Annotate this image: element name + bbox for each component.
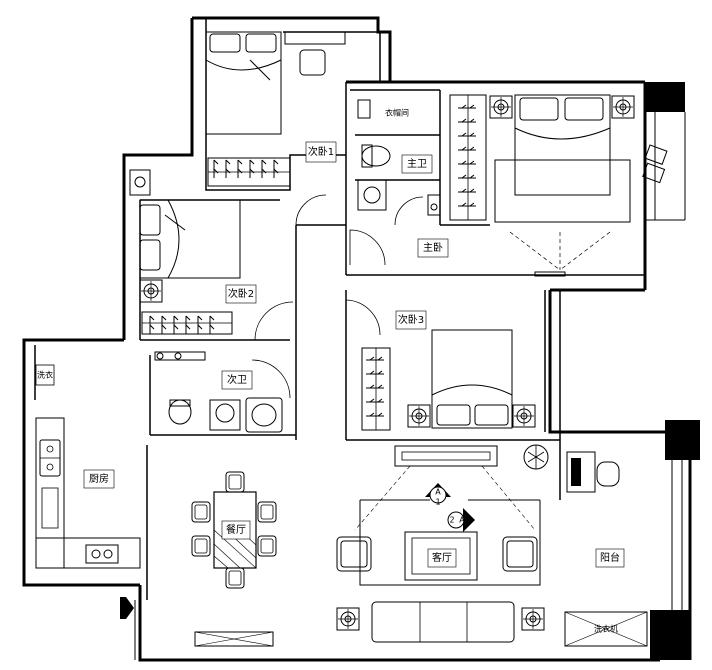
label-laundry: 洗衣 — [37, 370, 53, 380]
marker-a1-number: 1 — [435, 498, 440, 507]
label-bedroom-2-2: 次卧2 — [228, 287, 254, 300]
master-bath-area: 衣帽间 主卫 — [357, 99, 441, 226]
label-dining: 餐厅 — [226, 523, 246, 536]
dining: 餐厅 — [191, 471, 277, 647]
secondary-bath: 次卫 — [154, 351, 291, 433]
marker-a1-letter: A — [435, 488, 441, 497]
pillars — [120, 82, 700, 660]
marker-a2-number: 2 — [449, 516, 454, 525]
label-master-bedroom: 主卧 — [423, 241, 443, 254]
living: A 1 2 A 客厅 — [336, 444, 549, 643]
master-bedroom: 主卧 — [349, 94, 668, 277]
section-marker-a1: A 1 — [425, 483, 451, 507]
label-bottom-right: 洗衣机 — [594, 624, 618, 634]
marker-a2-letter: A — [459, 516, 465, 525]
label-secondary-bath: 次卫 — [227, 373, 247, 386]
label-kitchen: 厨房 — [89, 472, 109, 485]
kitchen: 洗衣 厨房 — [35, 364, 141, 569]
bedroom-2-2: 次卧2 — [129, 169, 294, 341]
balcony-railing — [134, 112, 686, 660]
balcony: 洗衣机 阳台 — [564, 451, 648, 647]
bedroom-2-3: 次卧3 — [345, 299, 536, 431]
label-balcony: 阳台 — [600, 551, 620, 564]
inner-walls — [34, 18, 645, 600]
label-bedroom-2-3: 次卧3 — [398, 313, 424, 326]
label-dressing: 衣帽间 — [385, 108, 409, 118]
section-marker-a2: 2 A — [447, 508, 475, 532]
outer-walls — [22, 16, 692, 662]
label-bedroom-2-1: 次卧1 — [308, 145, 334, 158]
label-master-bath: 主卫 — [407, 158, 427, 170]
bedroom-2-1: 次卧1 — [205, 31, 346, 226]
label-living: 客厅 — [432, 551, 452, 564]
